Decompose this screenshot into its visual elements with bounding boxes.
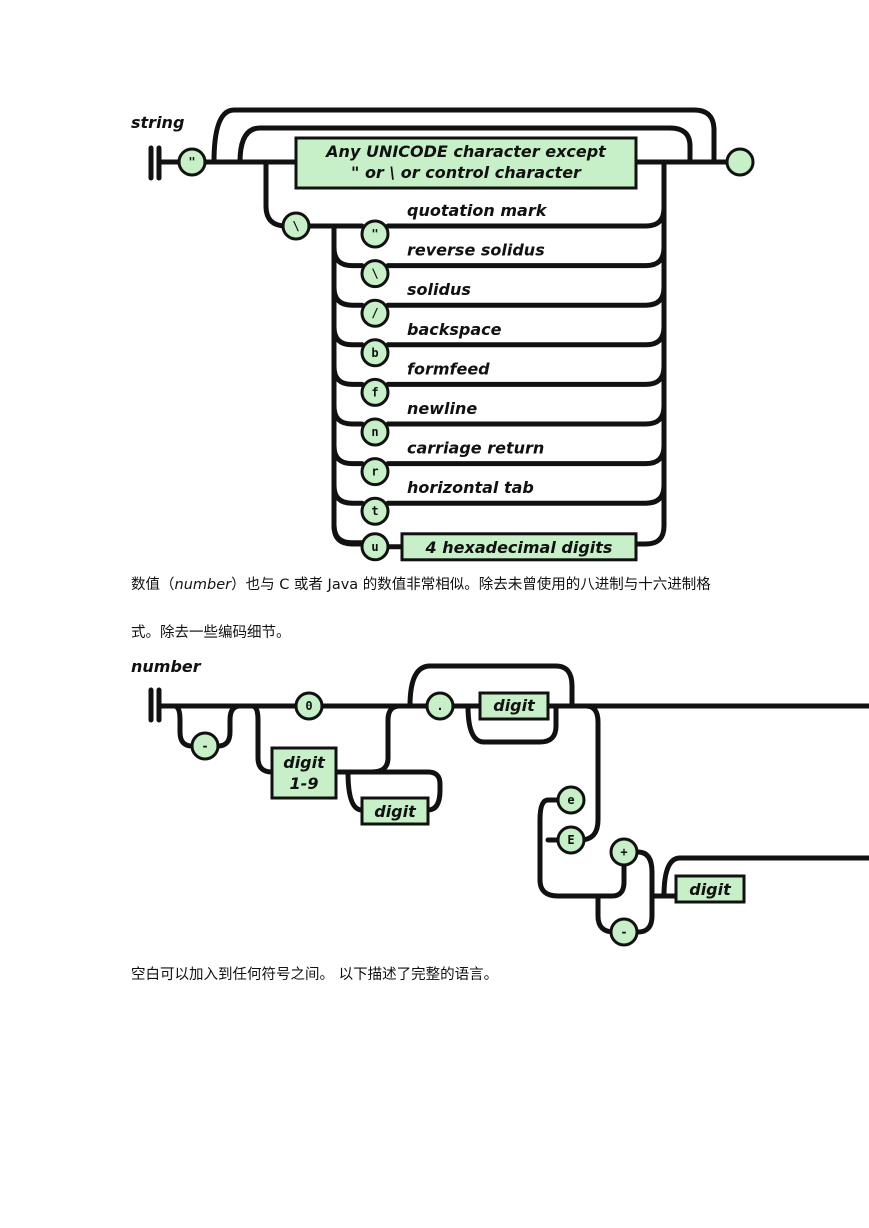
digit-box: [478, 691, 550, 721]
escape-char-node: [360, 532, 390, 562]
minus-node: [190, 731, 220, 761]
diagram-title: number: [131, 657, 202, 676]
escape-label: newline: [407, 399, 477, 418]
escape-char: r: [371, 465, 378, 479]
string-syntax-diagram: string " quotation mark \ reverse solidus / s…: [131, 107, 755, 562]
svg-text:digit: digit: [283, 753, 326, 772]
escape-label: backspace: [407, 320, 502, 339]
escape-char: u: [371, 540, 378, 554]
escape-char: f: [371, 385, 378, 399]
digit-box: [360, 796, 430, 826]
escape-label: carriage return: [407, 439, 544, 458]
plus-node: [609, 837, 639, 867]
escape-label: reverse solidus: [407, 241, 545, 260]
svg-text:\: \: [292, 219, 299, 233]
hex-digits-label: 4 hexadecimal digits: [425, 538, 613, 557]
svg-text:digit: digit: [493, 696, 536, 715]
svg-text:digit: digit: [689, 880, 732, 899]
escape-char-node: [360, 377, 390, 407]
escape-char: n: [371, 425, 378, 439]
quote-node: [177, 147, 207, 177]
e-upper-node: [556, 825, 586, 855]
escape-char: ": [371, 227, 378, 241]
digit-1-9-box: [270, 746, 338, 800]
escape-char-node: [360, 259, 390, 289]
escape-char: t: [371, 504, 378, 518]
escape-label: solidus: [407, 280, 471, 299]
svg-text:0: 0: [305, 699, 312, 713]
svg-text:-: -: [620, 925, 627, 939]
svg-text:+: +: [620, 845, 627, 859]
digit-box: [674, 874, 746, 904]
escape-label: horizontal tab: [407, 478, 534, 497]
hex-digits-box: [400, 532, 638, 562]
escape-char-node: [360, 219, 390, 249]
svg-text:" or \ or control character: " or \ or control character: [351, 163, 582, 182]
backslash-node: [281, 211, 311, 241]
escape-char-node: [360, 417, 390, 447]
minus-node: [609, 917, 639, 947]
escape-char-node: [360, 298, 390, 328]
escape-label: quotation mark: [407, 201, 548, 220]
svg-text:.: .: [436, 699, 443, 713]
paragraph-number-intro: 数值（number）也与 C 或者 Java 的数值非常相似。除去未曾使用的八进…: [131, 577, 711, 593]
escape-char: \: [371, 267, 378, 281]
svg-text:": ": [188, 155, 195, 169]
escape-char-node: [360, 496, 390, 526]
svg-text:E: E: [567, 833, 574, 847]
paragraph-whitespace: 空白可以加入到任何符号之间。 以下描述了完整的语言。: [131, 967, 499, 983]
zero-node: [294, 691, 324, 721]
escape-char-node: [360, 457, 390, 487]
escape-label: formfeed: [407, 359, 490, 378]
e-lower-node: [556, 785, 586, 815]
unicode-char-box: [294, 136, 638, 190]
dot-node: [425, 691, 455, 721]
svg-text:e: e: [567, 793, 574, 807]
diagram-title: string: [131, 113, 184, 132]
escape-char: b: [371, 346, 378, 360]
paragraph-number-intro-line2: 式。除去一些编码细节。: [131, 625, 291, 641]
svg-text:1-9: 1-9: [290, 774, 319, 793]
number-syntax-diagram: number - 0 digit 1-9 digit . digit e E +…: [131, 657, 869, 947]
svg-text:digit: digit: [374, 802, 417, 821]
end-quote-node: [725, 147, 755, 177]
escape-char: /: [371, 306, 378, 320]
escape-char-node: [360, 338, 390, 368]
svg-text:Any UNICODE character except: Any UNICODE character except: [324, 142, 607, 161]
svg-text:-: -: [201, 739, 208, 753]
